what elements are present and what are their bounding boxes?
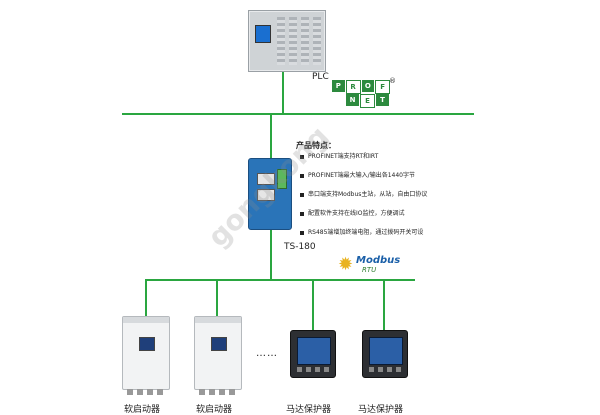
device-display (211, 337, 227, 351)
gateway-drop-line (270, 113, 272, 159)
gateway-label: TS-180 (284, 242, 316, 252)
feature-item: PROFINET端最大输入/输出各1440字节 (296, 172, 496, 180)
plc-display (255, 25, 271, 43)
ts180-gateway (248, 158, 292, 230)
device-label: 软启动器 (196, 405, 233, 415)
soft-starter-1 (122, 316, 170, 395)
feature-list: 产品特点： PROFINET端支持RT和IRT PROFINET端最大输入/输出… (296, 140, 496, 248)
profinet-letter: O (361, 80, 375, 92)
profinet-letter: E (360, 94, 375, 108)
feature-item: PROFINET端支持RT和IRT (296, 153, 496, 161)
profinet-letter: R (345, 80, 361, 94)
terminal-block (277, 169, 287, 189)
drop-line-4 (383, 279, 385, 331)
plc-module (289, 17, 297, 65)
device-label: 马达保护器 (358, 405, 404, 415)
modbus-rtu: RTU (362, 266, 377, 274)
device-label: 软启动器 (124, 405, 161, 415)
device-display (297, 337, 331, 365)
ethernet-port (257, 173, 275, 185)
profinet-letter: N (346, 94, 359, 106)
device-display (369, 337, 403, 365)
plc-device (248, 10, 326, 72)
drop-line-3 (312, 279, 314, 331)
registered-mark: ® (389, 77, 396, 85)
motor-protector-1 (290, 330, 336, 378)
plc-module (313, 17, 321, 65)
profinet-logo: P R O F N E T ® (332, 77, 396, 108)
profinet-letter: P (332, 80, 345, 92)
device-label: 马达保护器 (286, 405, 332, 415)
plc-label: PLC (312, 72, 329, 82)
device-terminals (127, 389, 165, 395)
feature-title: 产品特点： (296, 141, 336, 150)
feature-item: RS485端增加终端电阻，通过拨码开关可设 (296, 229, 496, 237)
ethernet-port (257, 189, 275, 201)
modbus-bus-line (145, 279, 415, 281)
profinet-bus-line (122, 113, 474, 115)
profinet-letter: F (375, 80, 390, 94)
motor-protector-2 (362, 330, 408, 378)
drop-line-2 (216, 279, 218, 317)
ellipsis: …… (256, 348, 278, 359)
modbus-gear-icon: ✹ (338, 254, 354, 275)
plc-drop-line (282, 70, 284, 114)
gateway-serial-line (270, 228, 272, 280)
soft-starter-2 (194, 316, 242, 395)
plc-module (301, 17, 309, 65)
drop-line-1 (145, 279, 147, 317)
device-buttons (297, 367, 329, 372)
profinet-letter: T (376, 94, 389, 106)
device-display (139, 337, 155, 351)
feature-item: 串口端支持Modbus主站，从站，自由口协议 (296, 191, 496, 199)
device-top (123, 317, 169, 323)
modbus-name: Modbus (356, 255, 401, 266)
device-top (195, 317, 241, 323)
plc-module (277, 17, 285, 65)
device-buttons (369, 367, 401, 372)
feature-item: 配置软件支持在线IO监控，方便调试 (296, 210, 496, 218)
device-terminals (199, 389, 237, 395)
